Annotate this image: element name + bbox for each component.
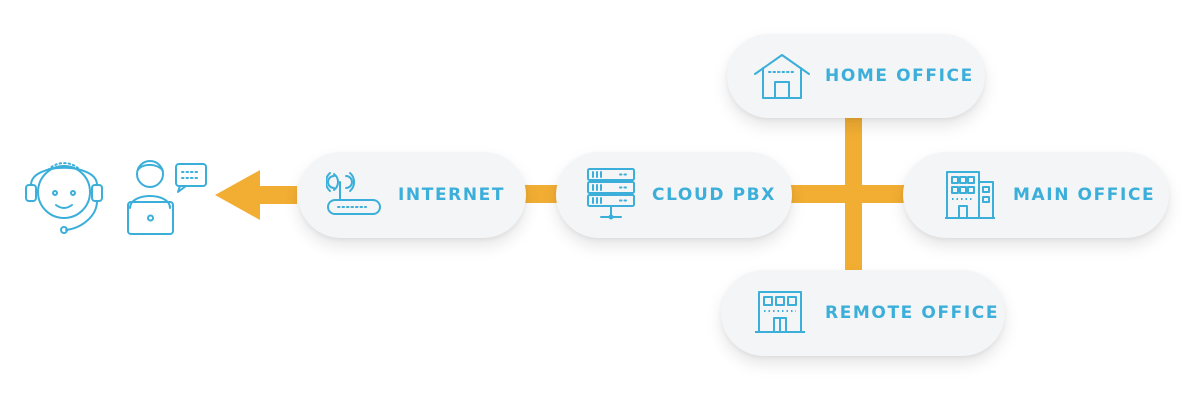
router-icon bbox=[326, 170, 382, 220]
headset-agent-icon bbox=[25, 162, 103, 234]
connector-internet-pbx bbox=[520, 185, 560, 203]
node-main-office[interactable]: MAIN OFFICE bbox=[903, 152, 1169, 238]
home-office-label: HOME OFFICE bbox=[825, 66, 974, 86]
small-building-icon bbox=[753, 288, 807, 338]
remote-office-label: REMOTE OFFICE bbox=[825, 303, 1000, 323]
main-office-label: MAIN OFFICE bbox=[1013, 185, 1156, 205]
node-home-office[interactable]: HOME OFFICE bbox=[727, 34, 985, 118]
arrow-left-icon bbox=[215, 170, 297, 220]
node-internet[interactable]: INTERNET bbox=[298, 152, 526, 238]
server-icon bbox=[586, 167, 636, 223]
node-remote-office[interactable]: REMOTE OFFICE bbox=[721, 270, 1005, 356]
node-cloud-pbx[interactable]: CLOUD PBX bbox=[556, 152, 792, 238]
office-building-icon bbox=[943, 168, 997, 222]
laptop-user-icon bbox=[127, 160, 207, 235]
internet-label: INTERNET bbox=[398, 185, 506, 205]
cloud-pbx-label: CLOUD PBX bbox=[652, 185, 776, 205]
connector-vertical-home-remote bbox=[845, 115, 862, 275]
house-icon bbox=[753, 52, 811, 100]
